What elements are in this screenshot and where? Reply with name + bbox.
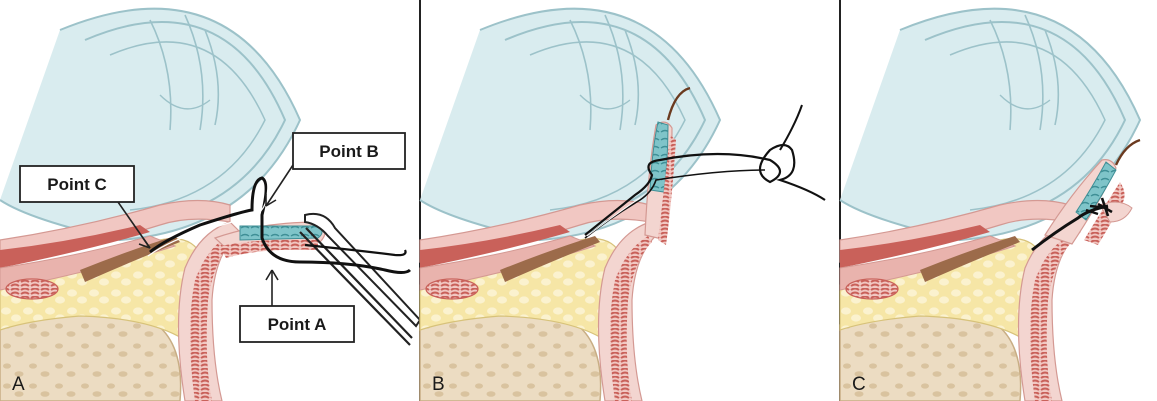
- panel-b-letter: B: [432, 374, 445, 395]
- panel-c: C: [840, 0, 1157, 401]
- panel-c-letter: C: [852, 374, 866, 395]
- point-b-label: Point B: [319, 142, 379, 161]
- point-a-label: Point A: [268, 315, 327, 334]
- panel-b: B: [420, 0, 840, 401]
- point-c-label: Point C: [47, 175, 107, 194]
- panel-a-letter: A: [12, 374, 25, 395]
- panel-a: Point C Point B Point A A: [0, 0, 420, 401]
- panel-b-anatomy: [420, 0, 840, 401]
